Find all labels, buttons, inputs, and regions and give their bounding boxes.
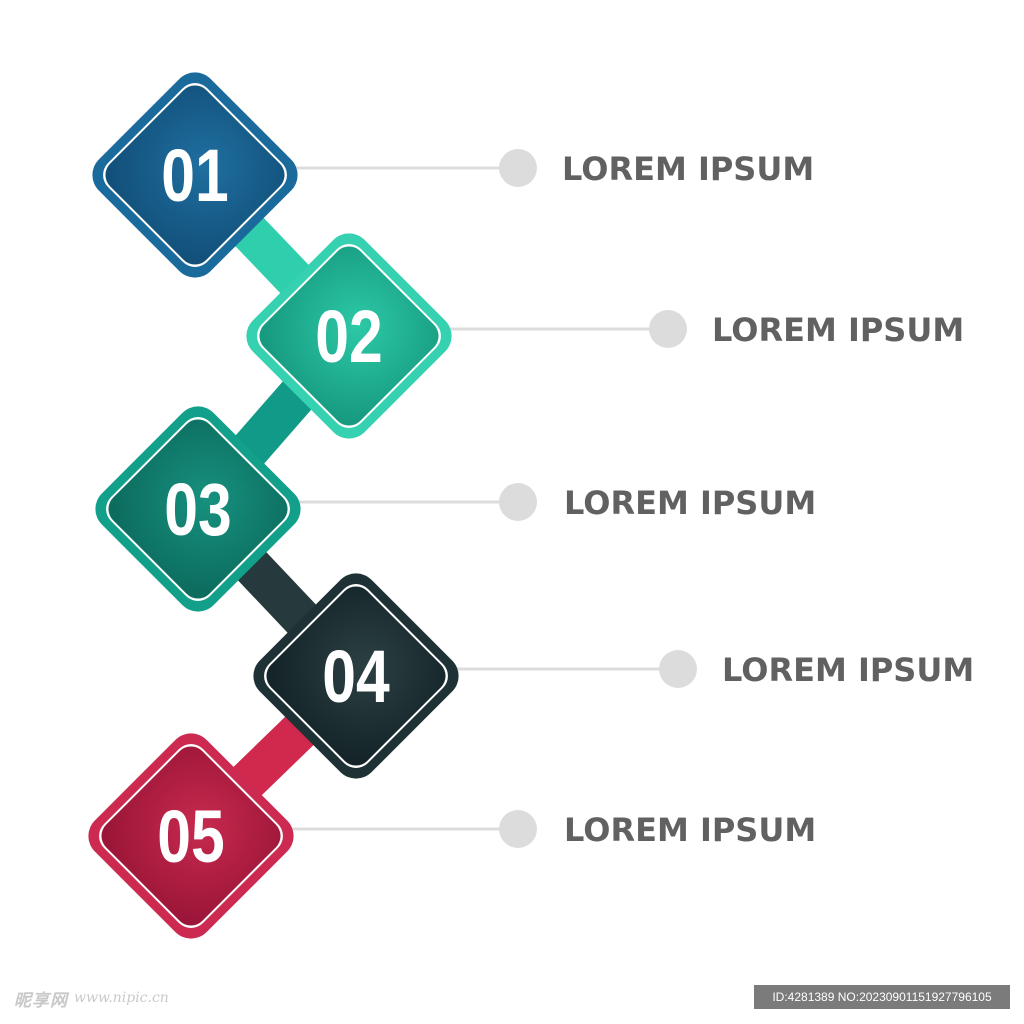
watermark-id-bar: ID:4281389 NO:20230901151927796105: [754, 985, 1010, 1009]
step-number-1: 01: [161, 135, 228, 217]
diamond-fill-5: [101, 746, 281, 926]
watermark-url: www.nipic.cn: [74, 990, 169, 1006]
step-label-1: LOREM IPSUM: [562, 150, 814, 188]
step-diamonds: 01 02 03 04 05: [88, 72, 459, 939]
leader-dot-2: [649, 310, 687, 348]
leader-dot-5: [499, 810, 537, 848]
diamond-fill-4: [266, 586, 446, 766]
step-diamond-5: 05: [88, 733, 294, 939]
step-diamond-2: 02: [246, 233, 452, 439]
step-diamond-4: 04: [253, 573, 459, 779]
step-label-3: LOREM IPSUM: [564, 484, 816, 522]
diamond-fill-3: [108, 419, 288, 599]
leader-dot-1: [499, 149, 537, 187]
step-label-2: LOREM IPSUM: [712, 311, 964, 349]
step-number-5: 05: [157, 796, 224, 878]
watermark-logo-text: 昵享网: [14, 990, 68, 1011]
watermark-logo: 昵享网 www.nipic.cn: [14, 986, 169, 1011]
step-label-4: LOREM IPSUM: [722, 651, 974, 689]
leader-dot-4: [659, 650, 697, 688]
step-diamond-1: 01: [92, 72, 298, 278]
leader-lines: [291, 149, 697, 848]
diamond-fill-1: [105, 85, 285, 265]
step-diamond-3: 03: [95, 406, 301, 612]
step-labels: LOREM IPSUM LOREM IPSUM LOREM IPSUM LOREM I…: [562, 150, 974, 849]
step-number-2: 02: [315, 296, 382, 378]
step-number-3: 03: [164, 469, 231, 551]
diamond-fill-2: [259, 246, 439, 426]
leader-dot-3: [499, 483, 537, 521]
step-number-4: 04: [322, 636, 390, 718]
step-label-5: LOREM IPSUM: [564, 811, 816, 849]
